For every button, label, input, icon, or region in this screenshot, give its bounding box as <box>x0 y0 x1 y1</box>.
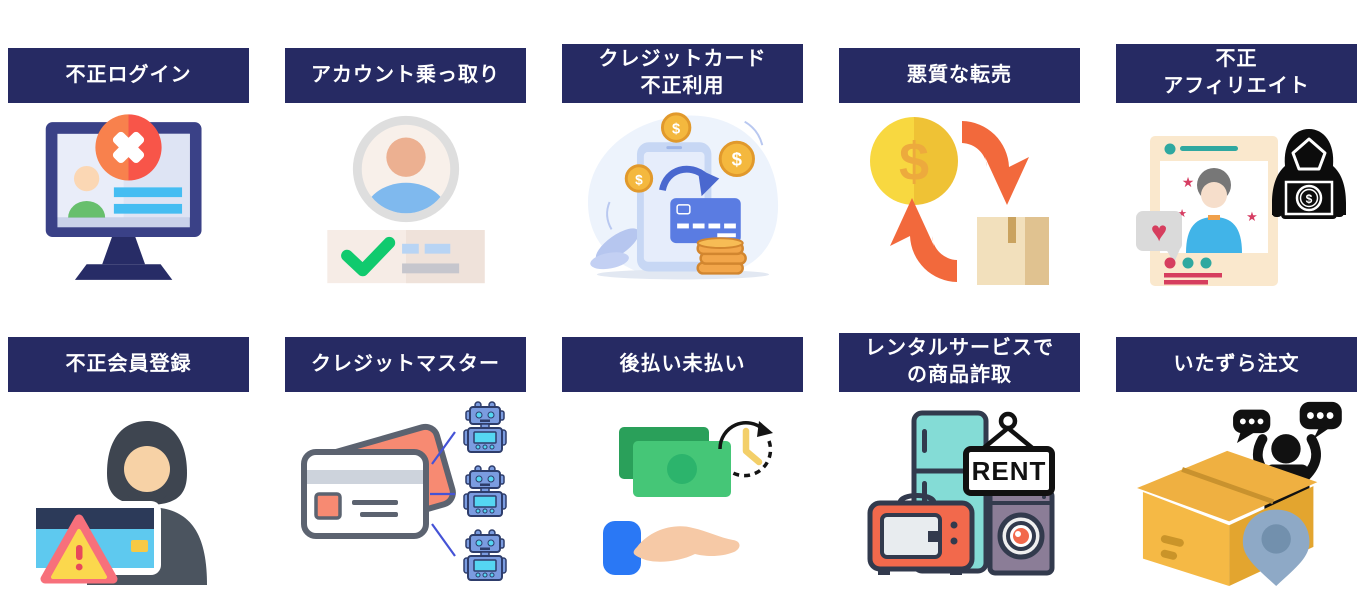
title-line: の商品詐取 <box>907 364 1012 387</box>
speech-bubble-icon <box>1299 401 1342 440</box>
money-box-exchange-icon: $ <box>870 116 1049 285</box>
dollar-coin: $ <box>718 140 755 178</box>
rent-sign-label: RENT <box>972 456 1047 486</box>
title-line: 不正 <box>1215 47 1258 70</box>
card-title-banner: クレジットカード不正利用 <box>562 43 803 103</box>
fraud-card-malicious-resale: 悪質な転売 $ <box>839 41 1080 299</box>
title-line: 不正会員登録 <box>65 352 192 375</box>
fraud-card-fraud-registration: 不正会員登録 <box>8 330 249 588</box>
fraud-card-credit-master: クレジットマスター <box>285 330 526 588</box>
robot-icon <box>463 401 507 453</box>
title-line: クレジットカード <box>598 47 767 70</box>
fraud-card-rental-fraud: レンタルサービスでの商品詐取 <box>839 330 1080 588</box>
svg-text:$: $ <box>1305 192 1312 206</box>
dollar-coin: $ <box>660 112 691 143</box>
star-icon: ★ <box>1246 209 1258 224</box>
card-title-banner: クレジットマスター <box>285 337 526 392</box>
title-line: 悪質な転売 <box>907 63 1012 86</box>
fraud-card-account-takeover: アカウント乗っ取り <box>285 41 526 299</box>
account-check-icon <box>326 115 485 284</box>
title-line: 後払い未払い <box>619 352 746 375</box>
star-icon: ★ <box>1177 208 1187 220</box>
card-title-banner: いたずら注文 <box>1116 337 1357 392</box>
title-line: アフィリエイト <box>1163 75 1310 98</box>
fraud-card-prank-order: いたずら注文 <box>1116 330 1357 588</box>
svg-text:$: $ <box>672 121 680 137</box>
fraud-card-credit-card-fraud: クレジットカード不正利用 <box>562 41 803 299</box>
credit-cards-robots-icon <box>301 401 507 581</box>
heart-icon: ♥ <box>1150 216 1167 247</box>
fraud-card-deferred-unpaid: 後払い未払い <box>562 330 803 588</box>
card-title-banner: レンタルサービスでの商品詐取 <box>839 332 1080 392</box>
dollar-symbol: $ <box>899 132 929 192</box>
card-title-banner: 不正ログイン <box>8 48 249 103</box>
fraud-card-fraud-affiliate: 不正アフィリエイト ★ ★ ★ ♥ <box>1116 41 1357 299</box>
card-title-banner: 不正会員登録 <box>8 337 249 392</box>
title-line: レンタルサービスで <box>865 336 1054 359</box>
star-icon: ★ <box>1181 174 1194 190</box>
card-title-banner: アカウント乗っ取り <box>285 48 526 103</box>
monitor-error-icon <box>45 114 202 280</box>
hooded-fraudster-card-icon <box>28 421 207 585</box>
rental-appliances-icon: RENT <box>867 410 1055 576</box>
svg-text:$: $ <box>731 149 742 170</box>
title-line: アカウント乗っ取り <box>311 63 500 86</box>
title-line: クレジットマスター <box>311 352 500 375</box>
robot-icon <box>463 529 507 581</box>
title-line: いたずら注文 <box>1173 352 1300 375</box>
phone-card-coins-icon: $ $ $ <box>587 112 778 280</box>
affiliate-hacker-icon: ★ ★ ★ ♥ $ <box>1135 129 1346 286</box>
money-clock-hand-icon <box>602 421 773 575</box>
robot-icon <box>463 465 507 517</box>
svg-text:$: $ <box>635 172 643 187</box>
card-title-banner: 不正アフィリエイト <box>1116 43 1357 103</box>
box-person-pin-icon <box>1137 401 1342 586</box>
dollar-coin: $ <box>624 164 653 193</box>
speech-bubble-icon <box>1233 409 1271 443</box>
card-title-banner: 後払い未払い <box>562 337 803 392</box>
title-line: 不正ログイン <box>65 63 192 86</box>
fraud-card-unauthorized-login: 不正ログイン <box>8 41 249 299</box>
card-title-banner: 悪質な転売 <box>839 48 1080 103</box>
title-line: 不正利用 <box>640 75 725 98</box>
